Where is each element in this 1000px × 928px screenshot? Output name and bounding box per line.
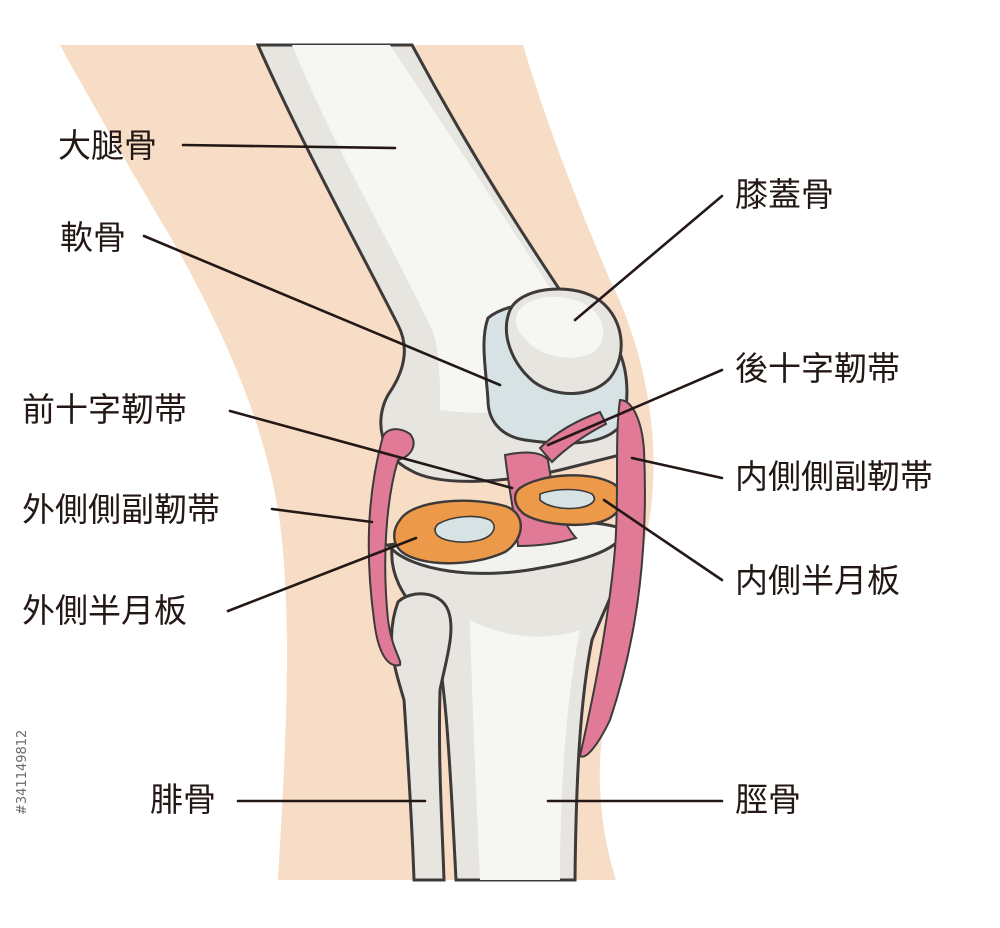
acl-label: 前十字靭帯 xyxy=(22,390,187,429)
fibula-bone xyxy=(390,592,453,882)
stock-id-watermark: #341149812 xyxy=(15,730,30,815)
cartilage-label: 軟骨 xyxy=(60,218,126,257)
medial-meniscus-inner xyxy=(539,488,596,510)
mcl-label: 内側側副靭帯 xyxy=(735,457,933,496)
tibia-label: 脛骨 xyxy=(735,780,801,819)
mcl-ligament xyxy=(578,398,646,758)
acl-leader xyxy=(228,409,514,490)
lcl-leader xyxy=(270,507,374,524)
pcl-label: 後十字靭帯 xyxy=(735,349,900,388)
lateral-meniscus-inner xyxy=(434,515,495,543)
mcl-leader xyxy=(630,456,724,480)
lateral-meniscus-label: 外側半月板 xyxy=(22,591,187,630)
femur-leader xyxy=(181,143,397,150)
lcl-label: 外側側副靭帯 xyxy=(22,490,220,529)
medial-meniscus-label: 内側半月板 xyxy=(735,561,900,600)
femur-label: 大腿骨 xyxy=(58,126,157,165)
patella-label: 膝蓋骨 xyxy=(735,175,834,214)
tibia-highlight xyxy=(470,620,580,880)
patella-leader xyxy=(573,194,724,322)
medial-meniscus-leader xyxy=(602,498,724,582)
fibula-label: 腓骨 xyxy=(150,780,216,819)
patella-highlight xyxy=(516,296,604,358)
pcl-ligament xyxy=(538,410,608,464)
pcl-leader xyxy=(546,368,724,447)
cartilage-leader xyxy=(142,234,502,387)
lcl-ligament xyxy=(367,428,415,667)
lateral-meniscus-leader xyxy=(226,536,418,613)
